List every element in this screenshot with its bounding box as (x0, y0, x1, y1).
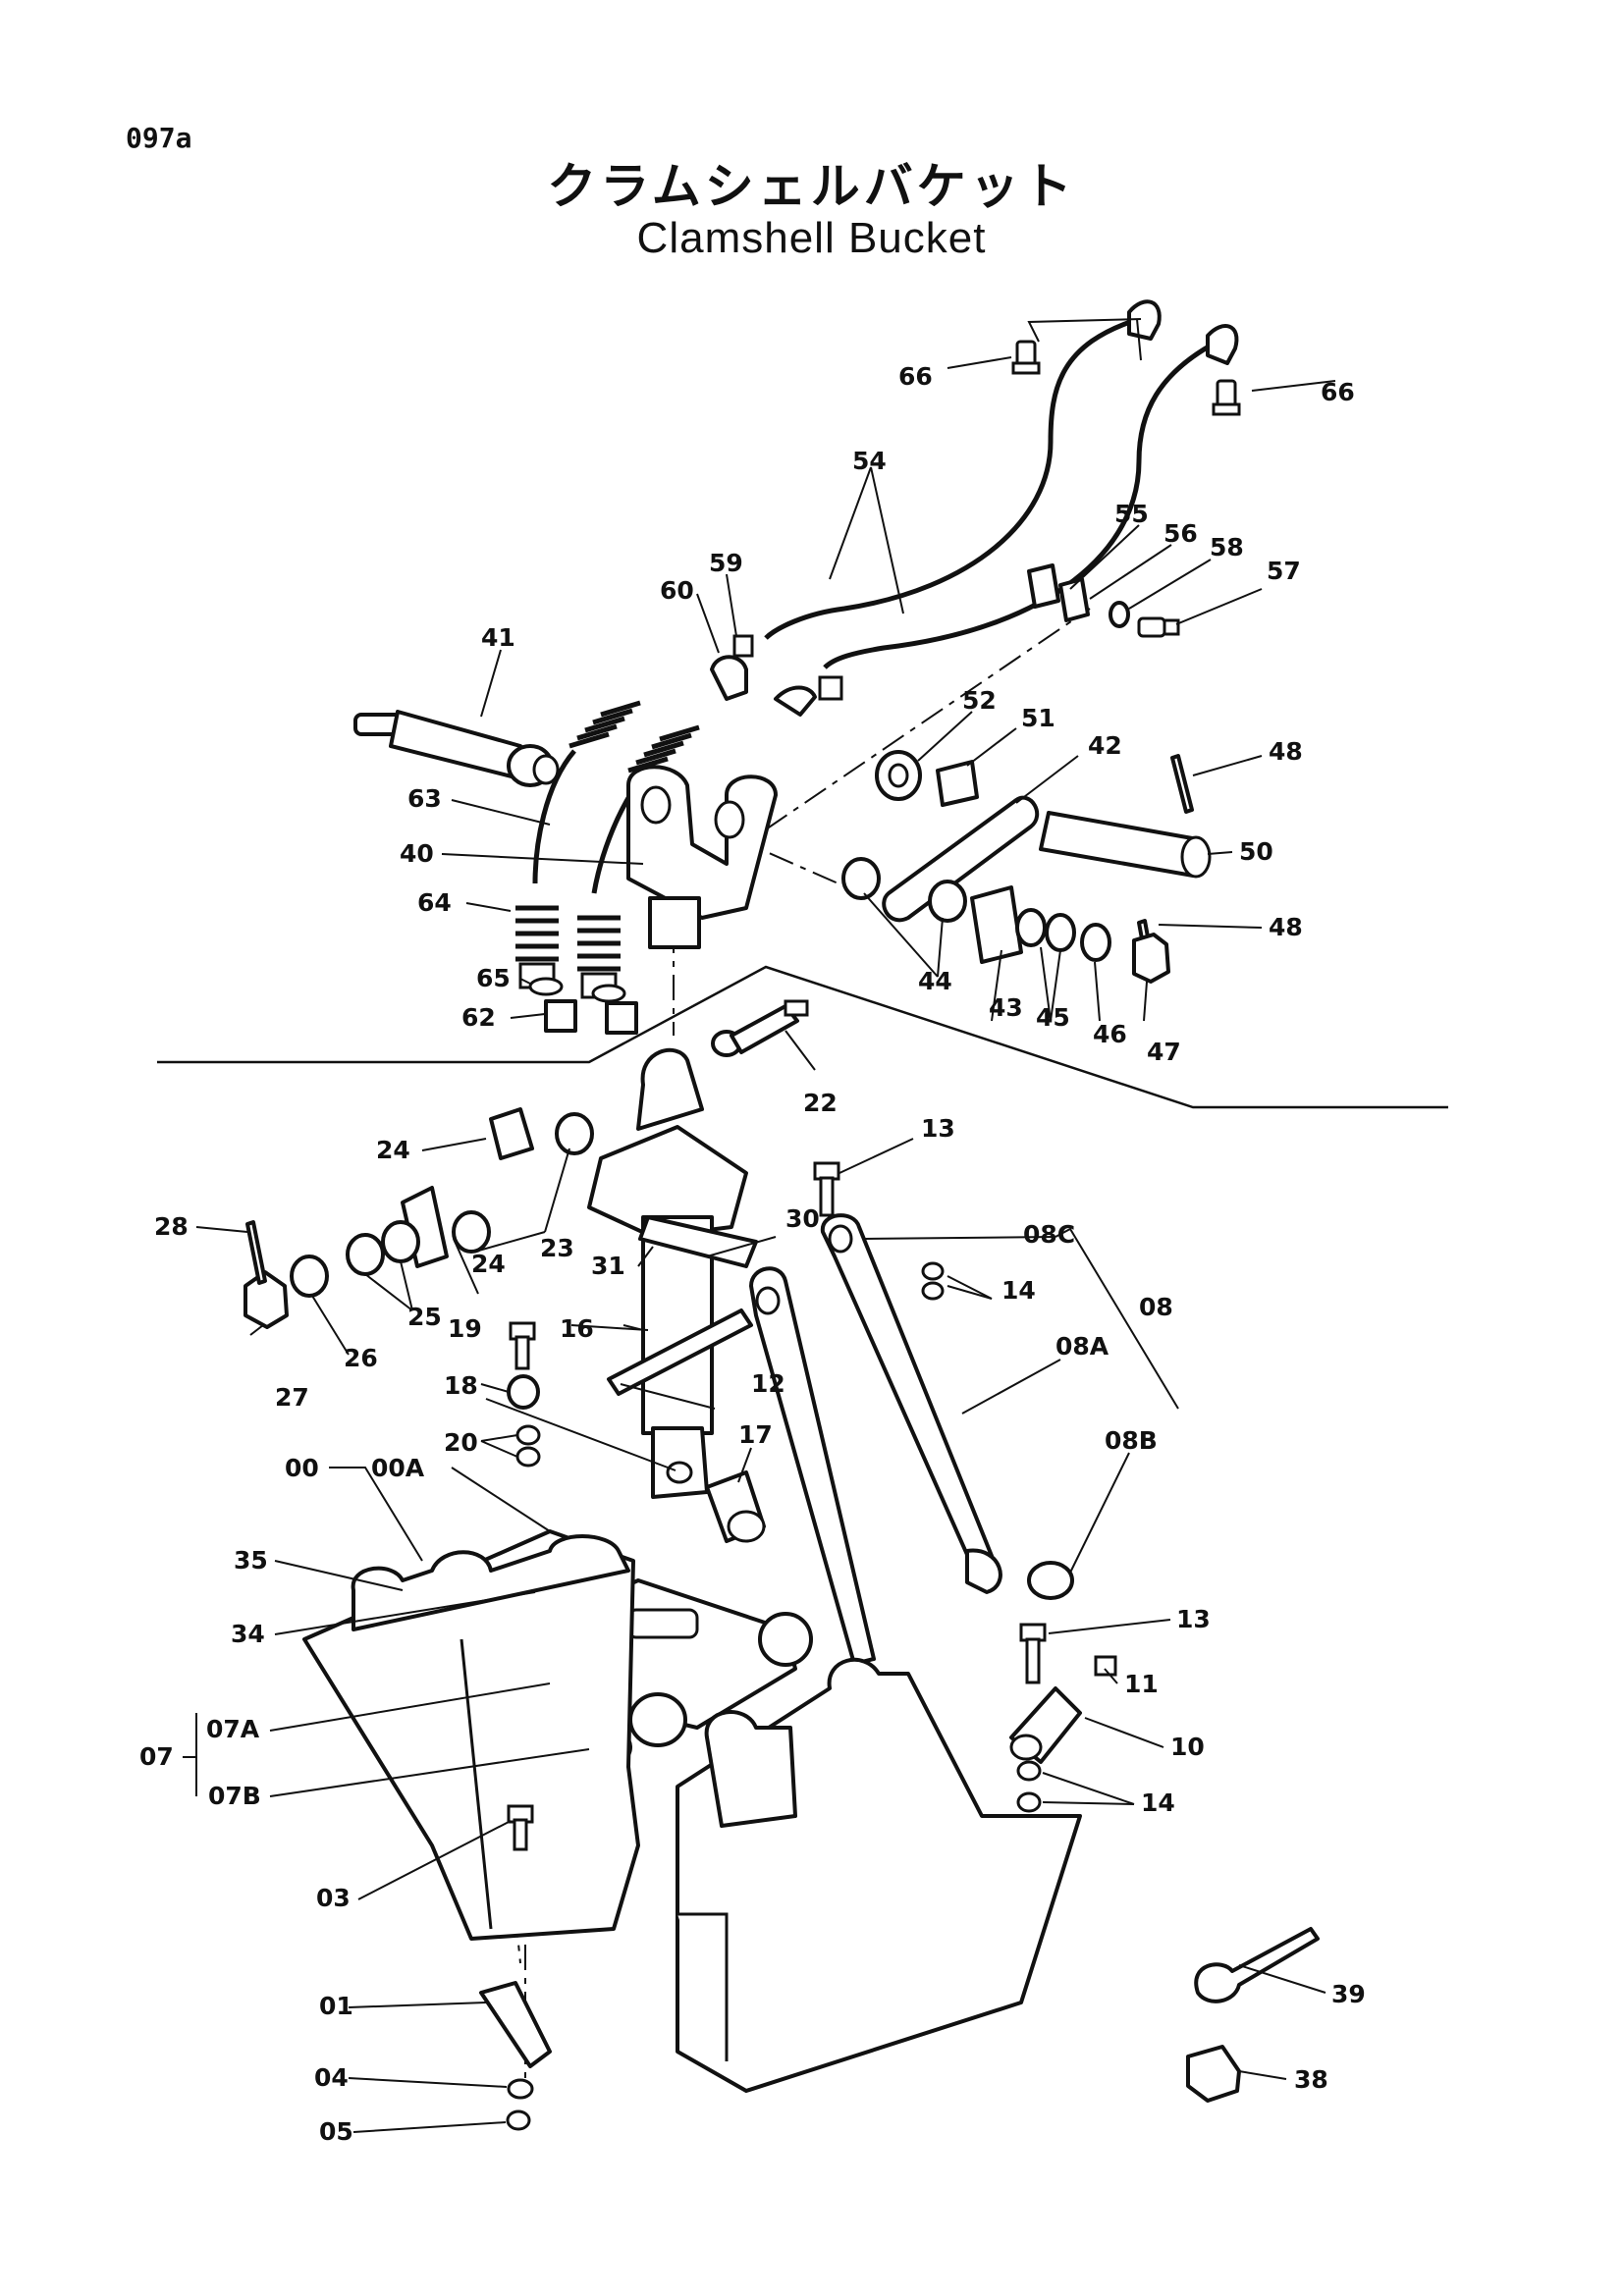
part-10-11-13-14-lower (1009, 1623, 1117, 1813)
part-38-39-tools (1186, 1927, 1320, 2103)
label-26: 26 (344, 1344, 378, 1372)
part-13-bolt-upper (813, 1161, 840, 1217)
label-16: 16 (560, 1314, 594, 1343)
label-24-top: 24 (376, 1136, 410, 1164)
callout-labels: 66 66 54 55 56 58 57 59 60 41 52 51 42 4… (139, 362, 1366, 2146)
label-05: 05 (319, 2117, 353, 2146)
label-65: 65 (476, 964, 511, 992)
label-52: 52 (962, 686, 997, 715)
label-39: 39 (1331, 1980, 1366, 2008)
label-12: 12 (751, 1369, 785, 1398)
part-17-pin (705, 1470, 766, 1543)
label-22: 22 (803, 1089, 838, 1117)
part-66-fittings (1011, 340, 1241, 416)
part-bucket-right (676, 1657, 1082, 2093)
label-42: 42 (1088, 731, 1122, 760)
label-64: 64 (417, 888, 452, 917)
part-41-pin (353, 710, 560, 787)
label-07A: 07A (206, 1715, 260, 1743)
label-41: 41 (481, 623, 515, 652)
part-42-to-52-linkage (841, 750, 1212, 984)
label-11: 11 (1124, 1670, 1159, 1698)
label-50: 50 (1239, 837, 1273, 866)
label-31: 31 (591, 1252, 625, 1280)
label-08: 08 (1139, 1293, 1173, 1321)
label-58: 58 (1210, 533, 1244, 561)
label-48-mid: 48 (1269, 913, 1303, 941)
label-25: 25 (407, 1303, 442, 1331)
label-07B: 07B (208, 1782, 261, 1810)
label-18: 18 (444, 1371, 478, 1400)
part-22-pin (711, 999, 809, 1057)
label-01: 01 (319, 1992, 353, 2020)
label-13-top: 13 (921, 1114, 955, 1143)
part-55-56-57-58-clamp (1027, 563, 1180, 638)
label-63: 63 (407, 784, 442, 813)
label-14-bot: 14 (1141, 1789, 1175, 1817)
label-35: 35 (234, 1546, 268, 1575)
label-14-top: 14 (1001, 1276, 1036, 1305)
label-34: 34 (231, 1620, 265, 1648)
label-51: 51 (1021, 704, 1055, 732)
label-47: 47 (1147, 1038, 1181, 1066)
label-44: 44 (918, 967, 952, 995)
label-60: 60 (660, 576, 694, 605)
label-48-top: 48 (1269, 737, 1303, 766)
label-56: 56 (1163, 519, 1198, 548)
label-27: 27 (275, 1383, 309, 1412)
label-57: 57 (1267, 557, 1301, 585)
label-59: 59 (709, 549, 743, 577)
page-code: 097a (126, 122, 192, 154)
part-03-04-05-bolt-nut (479, 1804, 552, 2131)
label-28: 28 (154, 1212, 189, 1241)
label-07: 07 (139, 1742, 174, 1771)
label-19: 19 (448, 1314, 482, 1343)
part-00-bucket-left (302, 1529, 640, 1941)
leader-lines (183, 318, 1336, 2133)
label-40: 40 (400, 839, 434, 868)
label-46: 46 (1093, 1020, 1127, 1048)
part-18-19-20 (507, 1321, 541, 1468)
label-00A: 00A (371, 1454, 425, 1482)
label-00: 00 (285, 1454, 319, 1482)
label-23: 23 (540, 1234, 574, 1262)
label-45: 45 (1036, 1003, 1070, 1032)
label-66-left: 66 (898, 362, 933, 391)
label-66-right: 66 (1321, 378, 1355, 406)
title-japanese: クラムシェルバケット (547, 158, 1076, 215)
part-12-pin (607, 1308, 753, 1396)
label-08C: 08C (1023, 1220, 1075, 1249)
label-04: 04 (314, 2063, 349, 2092)
part-65-62-fittings (528, 977, 638, 1035)
part-59-60-elbow (710, 634, 843, 717)
label-10: 10 (1170, 1733, 1205, 1761)
label-55: 55 (1114, 500, 1149, 528)
label-17: 17 (738, 1420, 773, 1449)
label-08A: 08A (1055, 1332, 1109, 1361)
label-20: 20 (444, 1428, 478, 1457)
title-english: Clamshell Bucket (636, 214, 987, 262)
label-43: 43 (989, 993, 1023, 1022)
part-40-bracket (626, 765, 778, 949)
label-54: 54 (852, 447, 887, 475)
label-30: 30 (785, 1204, 820, 1233)
part-23-24-25-26-27-28 (243, 1107, 594, 1329)
label-38: 38 (1294, 2065, 1328, 2094)
label-08B: 08B (1105, 1426, 1158, 1455)
part-08-link-rods (749, 1213, 1074, 1666)
label-13-bot: 13 (1176, 1605, 1211, 1633)
hydraulic-pipes-54 (764, 299, 1239, 669)
section-cut-lines (157, 965, 1448, 1109)
label-24-bot: 24 (471, 1250, 506, 1278)
label-62: 62 (461, 1003, 496, 1032)
label-03: 03 (316, 1884, 351, 1912)
